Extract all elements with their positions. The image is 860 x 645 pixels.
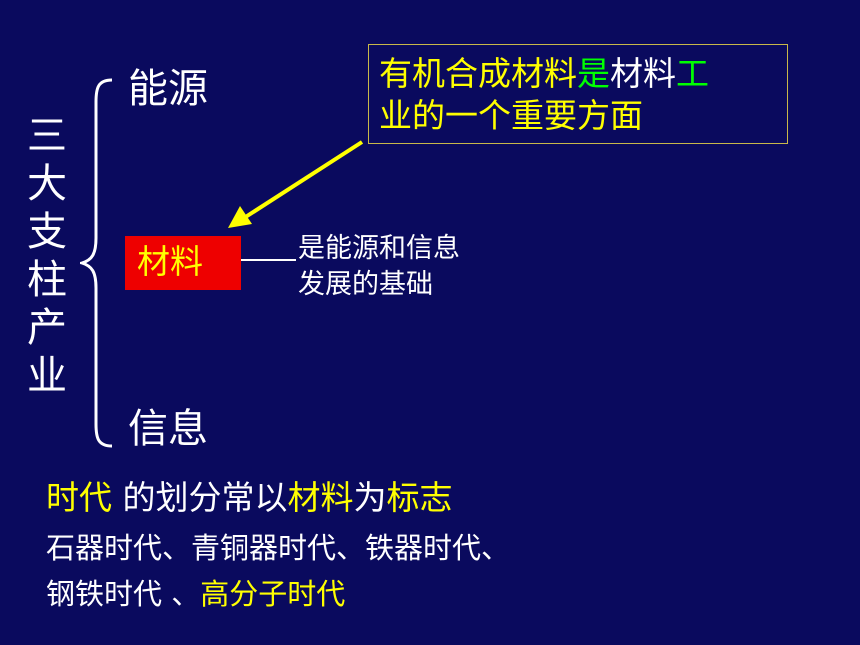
vertical-title-char: 三: [27, 113, 67, 159]
ages-line-2: 钢铁时代 、高分子时代: [46, 576, 345, 612]
callout-text-is: 是: [577, 54, 610, 93]
vertical-title: 三 大 支 柱 产 业: [24, 112, 70, 400]
vertical-title-char: 柱: [27, 257, 67, 303]
era-text-times: 时代: [46, 478, 112, 517]
callout-text-gong: 工: [676, 54, 709, 93]
info-label: 信息: [128, 406, 208, 452]
ages-polymer: 高分子时代: [200, 577, 346, 611]
vertical-title-char: 业: [27, 353, 67, 399]
callout-text-organic: 有机合成材料: [379, 54, 577, 93]
basis-line-1: 是能源和信息: [298, 233, 460, 264]
callout-box: 有机合成材料是材料工 业的一个重要方面: [368, 44, 788, 144]
vertical-title-char: 产: [27, 305, 67, 351]
vertical-title-char: 大: [27, 161, 67, 207]
era-text-mark: 标志: [386, 478, 453, 517]
callout-text-rest: 业的一个重要方面: [379, 96, 643, 135]
ages-steel: 钢铁时代 、: [46, 577, 201, 611]
basis-line-2: 发展的基础: [298, 269, 433, 300]
curly-brace: [80, 78, 113, 448]
vertical-title-char: 支: [27, 209, 67, 255]
era-text-as: 为: [353, 478, 387, 517]
ages-line-1: 石器时代、青铜器时代、铁器时代、: [46, 531, 511, 565]
material-box: 材料: [125, 236, 241, 290]
era-text-division: 的划分常以: [112, 478, 288, 517]
material-label: 材料: [137, 242, 203, 281]
era-text-material: 材料: [287, 478, 354, 517]
arrow-head: [228, 206, 252, 228]
era-sentence: 时代 的划分常以材料为标志: [46, 478, 453, 518]
energy-label: 能源: [128, 66, 208, 112]
callout-arrow: [242, 140, 364, 220]
callout-text-material: 材料: [610, 54, 676, 93]
